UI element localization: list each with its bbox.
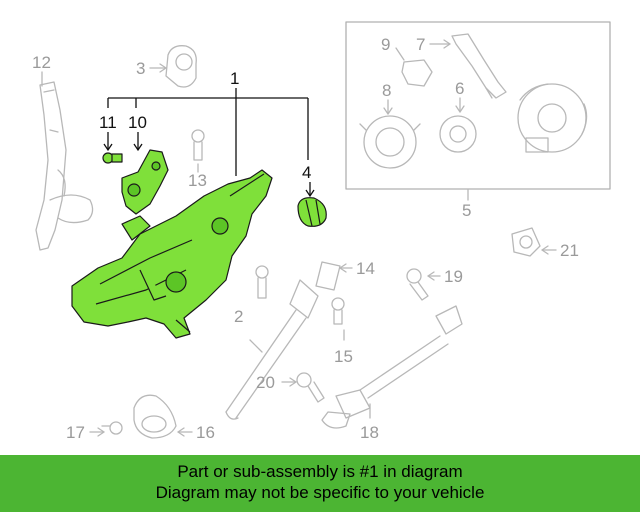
callout-18: 18: [360, 423, 379, 442]
part-3-shape: [165, 45, 197, 88]
callout-11: 11: [99, 113, 117, 132]
part-11-shape: [102, 152, 123, 164]
banner-line-2: Diagram may not be specific to your vehi…: [155, 483, 485, 502]
part-15-shape: [331, 297, 345, 325]
callout-2: 2: [234, 307, 243, 326]
part-8-shape: [359, 115, 421, 169]
part-12-shape: [35, 81, 94, 251]
part-16-shape: [133, 394, 177, 439]
callout-10: 10: [128, 113, 147, 132]
part-20-shape: [296, 372, 325, 403]
part-7-shape: [451, 33, 507, 99]
banner-line-1: Part or sub-assembly is #1 in diagram: [177, 462, 463, 481]
callout-13: 13: [188, 171, 207, 190]
callout-9: 9: [381, 35, 390, 54]
exploded-parts-diagram: 1 2 3 4 5 6 7 8 9 10 11 12 13 14 15 16 1…: [32, 21, 611, 442]
callout-12: 12: [32, 53, 51, 72]
callout-15: 15: [334, 347, 353, 366]
callout-20: 20: [256, 373, 275, 392]
callout-5: 5: [462, 201, 471, 220]
part-21-shape: [511, 227, 541, 257]
callout-16: 16: [196, 423, 215, 442]
callout-4: 4: [302, 163, 311, 182]
callout-1: 1: [230, 69, 239, 88]
part-13-shape: [191, 129, 205, 161]
callout-3: 3: [136, 59, 145, 78]
part-9-shape: [401, 59, 433, 87]
clock-spring-shape: [517, 83, 588, 153]
part-17-shape: [101, 421, 123, 435]
callout-6: 6: [455, 79, 464, 98]
inset-box: [345, 21, 611, 190]
part-1-shape: [71, 169, 273, 339]
diagram-notice-banner: Part or sub-assembly is #1 in diagram Di…: [0, 455, 640, 512]
callout-17: 17: [66, 423, 85, 442]
part-6-shape: [439, 115, 477, 153]
callout-8: 8: [382, 81, 391, 100]
part-14-shape: [225, 261, 341, 420]
callout-7: 7: [416, 35, 425, 54]
callout-14: 14: [356, 259, 375, 278]
part-2-shape: [255, 265, 269, 299]
part-18-shape: [321, 305, 463, 429]
part-19-shape: [406, 268, 429, 301]
callout-19: 19: [444, 267, 463, 286]
part-10-shape: [121, 149, 169, 215]
callout-21: 21: [560, 241, 579, 260]
part-4-shape: [297, 197, 327, 227]
